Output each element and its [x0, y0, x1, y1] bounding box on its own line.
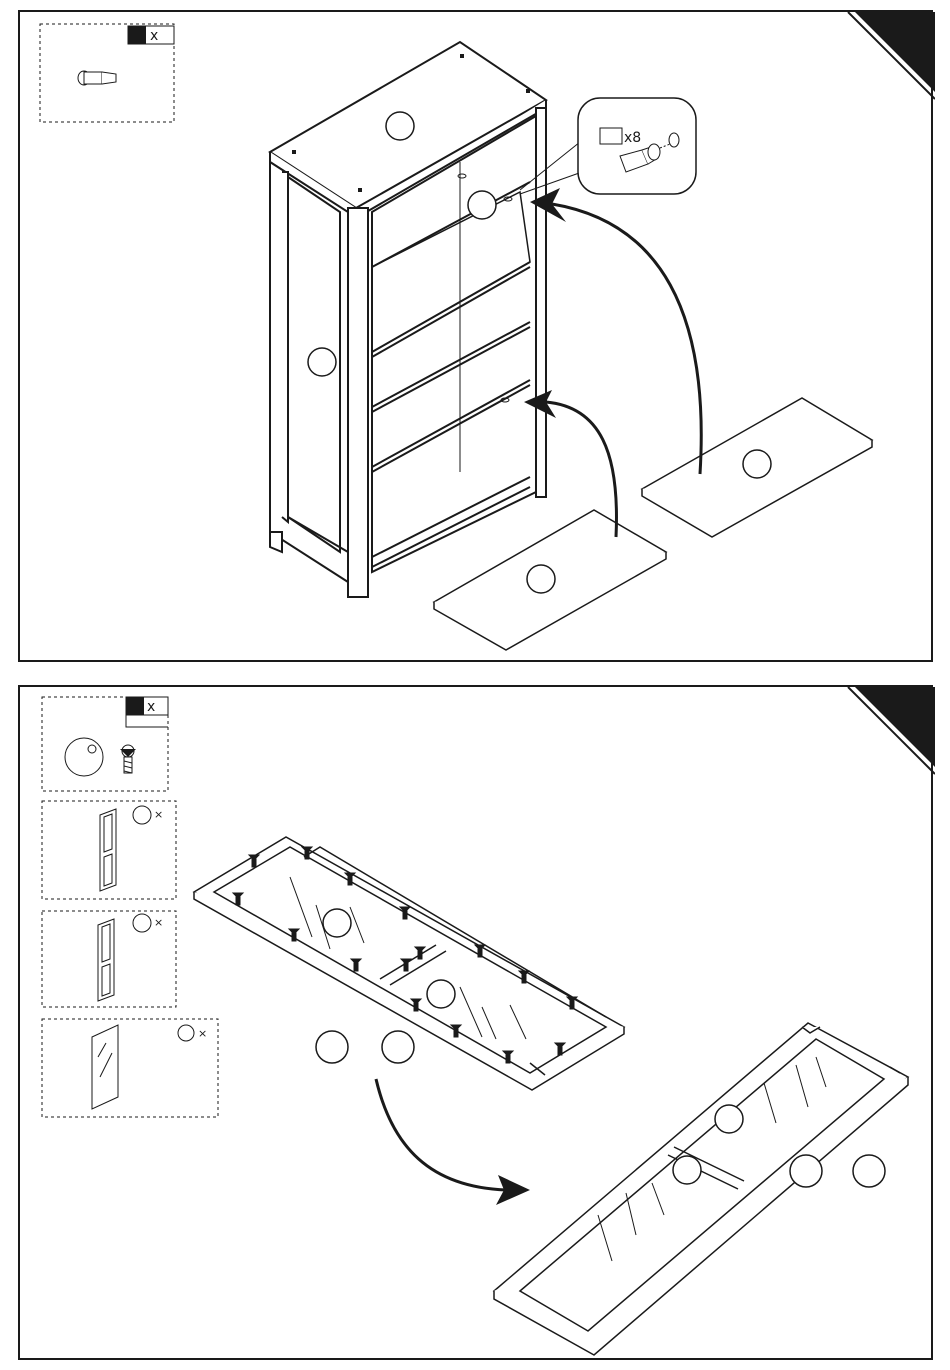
callout-qty-label: x8	[624, 130, 641, 146]
washer-icon	[65, 738, 103, 776]
part-circle-back	[468, 191, 496, 219]
part-b-circle	[133, 914, 151, 932]
hardware-code-box	[128, 26, 146, 44]
step-corner-tab	[855, 687, 935, 767]
insert-arrow-upper	[530, 188, 701, 474]
part-circle-upper-right	[427, 980, 455, 1008]
part-circle-loose-2	[382, 1031, 414, 1063]
hardware-qty-label: x	[147, 699, 155, 715]
part-c-qty-label: ×	[198, 1027, 207, 1040]
part-circle-loose-1	[316, 1031, 348, 1063]
part-a-box: ×	[42, 801, 176, 899]
part-circle-lower-loose-1	[790, 1155, 822, 1187]
part-circle-lower-loose-2	[853, 1155, 885, 1187]
hardware-code-box	[126, 697, 144, 715]
part-a-qty-label: ×	[154, 808, 163, 821]
step-2-illustration: x × ×	[20, 687, 935, 1362]
part-circle-lower-right	[715, 1105, 743, 1133]
part-circle-shelf-right	[743, 450, 771, 478]
hardware-box: x	[42, 697, 168, 791]
flip-arrow	[376, 1079, 530, 1205]
step-1-panel: x	[18, 10, 933, 662]
step-1-illustration: x	[20, 12, 935, 664]
part-circle-lower-left	[673, 1156, 701, 1184]
step-corner-tab	[855, 12, 935, 92]
part-b-box: ×	[42, 911, 176, 1007]
part-circle-shelf-left	[527, 565, 555, 593]
part-b-qty-label: ×	[154, 916, 163, 929]
part-a-circle	[133, 806, 151, 824]
part-circle-upper-left	[323, 909, 351, 937]
part-circle-side	[308, 348, 336, 376]
part-c-box: ×	[42, 1019, 218, 1117]
hardware-qty-label: x	[150, 28, 158, 44]
part-c-circle	[178, 1025, 194, 1041]
part-circle-top	[386, 112, 414, 140]
hardware-box: x	[40, 24, 174, 122]
callout-code-box	[600, 128, 622, 144]
step-2-panel: x × ×	[18, 685, 933, 1360]
shelf-pin-icon	[78, 71, 116, 85]
screw-icon	[120, 745, 136, 773]
